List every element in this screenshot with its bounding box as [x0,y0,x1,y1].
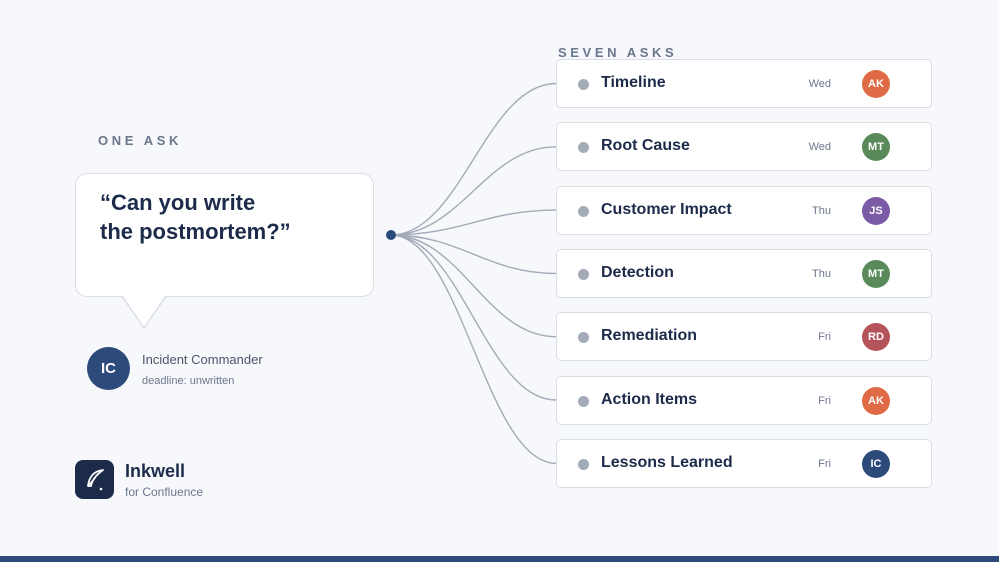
assignee-avatar: AK [862,70,890,98]
connector-line [390,82,557,236]
task-title: Root Cause [601,137,690,155]
status-dot-icon [578,395,589,407]
task-title: Timeline [601,74,666,91]
requester-deadline: deadline: unwritten [142,375,235,387]
request-speech-bubble: “Can you write the postmortem?” [75,173,374,297]
connector-line [390,234,557,401]
connector-line [390,234,557,338]
speech-bubble-tail [122,295,166,329]
assignee-avatar: MT [862,133,890,162]
connector-line [390,146,557,236]
task-card[interactable]: Remediation Fri RD [556,312,932,362]
task-due-day: Thu [812,267,831,280]
task-due-day: Fri [818,394,831,407]
origin-node [386,230,396,240]
task-card[interactable]: Detection Thu MT [556,248,932,298]
assignee-avatar: IC [862,449,890,478]
quill-icon [86,468,104,490]
status-dot-icon [578,268,589,280]
task-due-day: Fri [818,457,831,470]
task-due-day: Wed [808,78,831,90]
brand-subtitle: for Confluence [125,485,204,499]
task-due-day: Thu [812,204,831,217]
task-card[interactable]: Action Items Fri AK [556,375,932,425]
one-ask-label: ONE ASK [98,133,182,148]
task-card[interactable]: Root Cause Wed MT [556,122,932,172]
footer-bar [0,556,999,562]
requester-name: Incident Commander [142,352,263,367]
status-dot-icon [578,332,589,344]
request-quote: “Can you write the postmortem?” [100,190,291,244]
brand-logo [75,460,114,499]
status-dot-icon [578,458,589,470]
task-due-day: Fri [818,331,831,344]
status-dot-icon [578,79,589,90]
brand-name: Inkwell [125,461,186,481]
task-title: Remediation [601,327,698,345]
task-card[interactable]: Lessons Learned Fri IC [556,438,932,488]
assignee-avatar: MT [862,259,890,288]
task-title: Action Items [601,390,698,408]
task-due-day: Wed [808,141,831,154]
task-card[interactable]: Customer Impact Thu JS [556,185,932,235]
requester-avatar: IC [87,347,130,390]
task-title: Lessons Learned [601,453,733,471]
status-dot-icon [578,142,589,154]
task-title: Customer Impact [601,200,732,218]
connector-line [390,234,557,464]
assignee-avatar: RD [862,323,890,352]
task-title: Detection [601,263,674,281]
connector-line [390,209,557,236]
status-dot-icon [578,205,589,217]
connector-line [390,234,557,275]
assignee-avatar: AK [862,386,890,415]
assignee-avatar: JS [862,196,890,225]
seven-asks-label: SEVEN ASKS [558,45,678,60]
task-card[interactable]: Timeline Wed AK [556,59,932,108]
